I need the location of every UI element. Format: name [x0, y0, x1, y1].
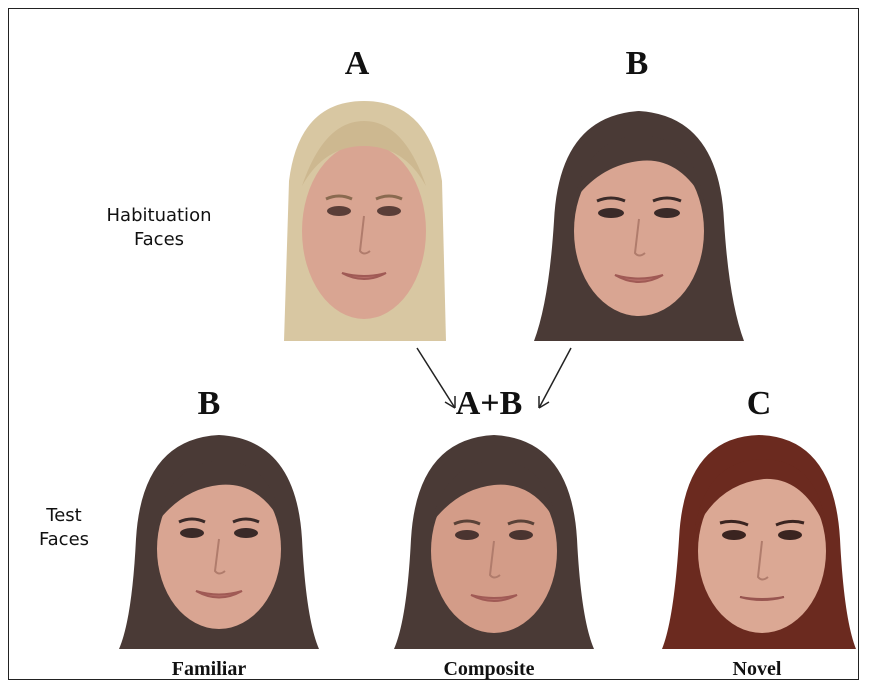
caption-novel: Novel — [677, 658, 837, 681]
face-letter-composite: A+B — [429, 387, 549, 421]
habituation-label-line2: Faces — [89, 228, 229, 252]
face-letter-a: A — [327, 47, 387, 81]
test-faces-label: Test Faces — [19, 504, 109, 553]
test-label-line2: Faces — [19, 528, 109, 552]
face-letter-c: C — [729, 387, 789, 421]
face-photo-a — [264, 91, 464, 341]
habituation-faces-label: Habituation Faces — [89, 204, 229, 253]
face-photo-b-test — [114, 429, 324, 649]
figure-frame: A B Habituation Faces — [8, 8, 859, 680]
face-photo-c — [654, 429, 864, 649]
test-label-line1: Test — [19, 504, 109, 528]
caption-familiar: Familiar — [129, 658, 289, 681]
face-photo-composite — [389, 429, 599, 649]
face-photo-b-habituation — [529, 101, 749, 341]
face-letter-b-habituation: B — [607, 47, 667, 81]
habituation-label-line1: Habituation — [89, 204, 229, 228]
face-letter-b-test: B — [179, 387, 239, 421]
caption-composite: Composite — [409, 658, 569, 681]
